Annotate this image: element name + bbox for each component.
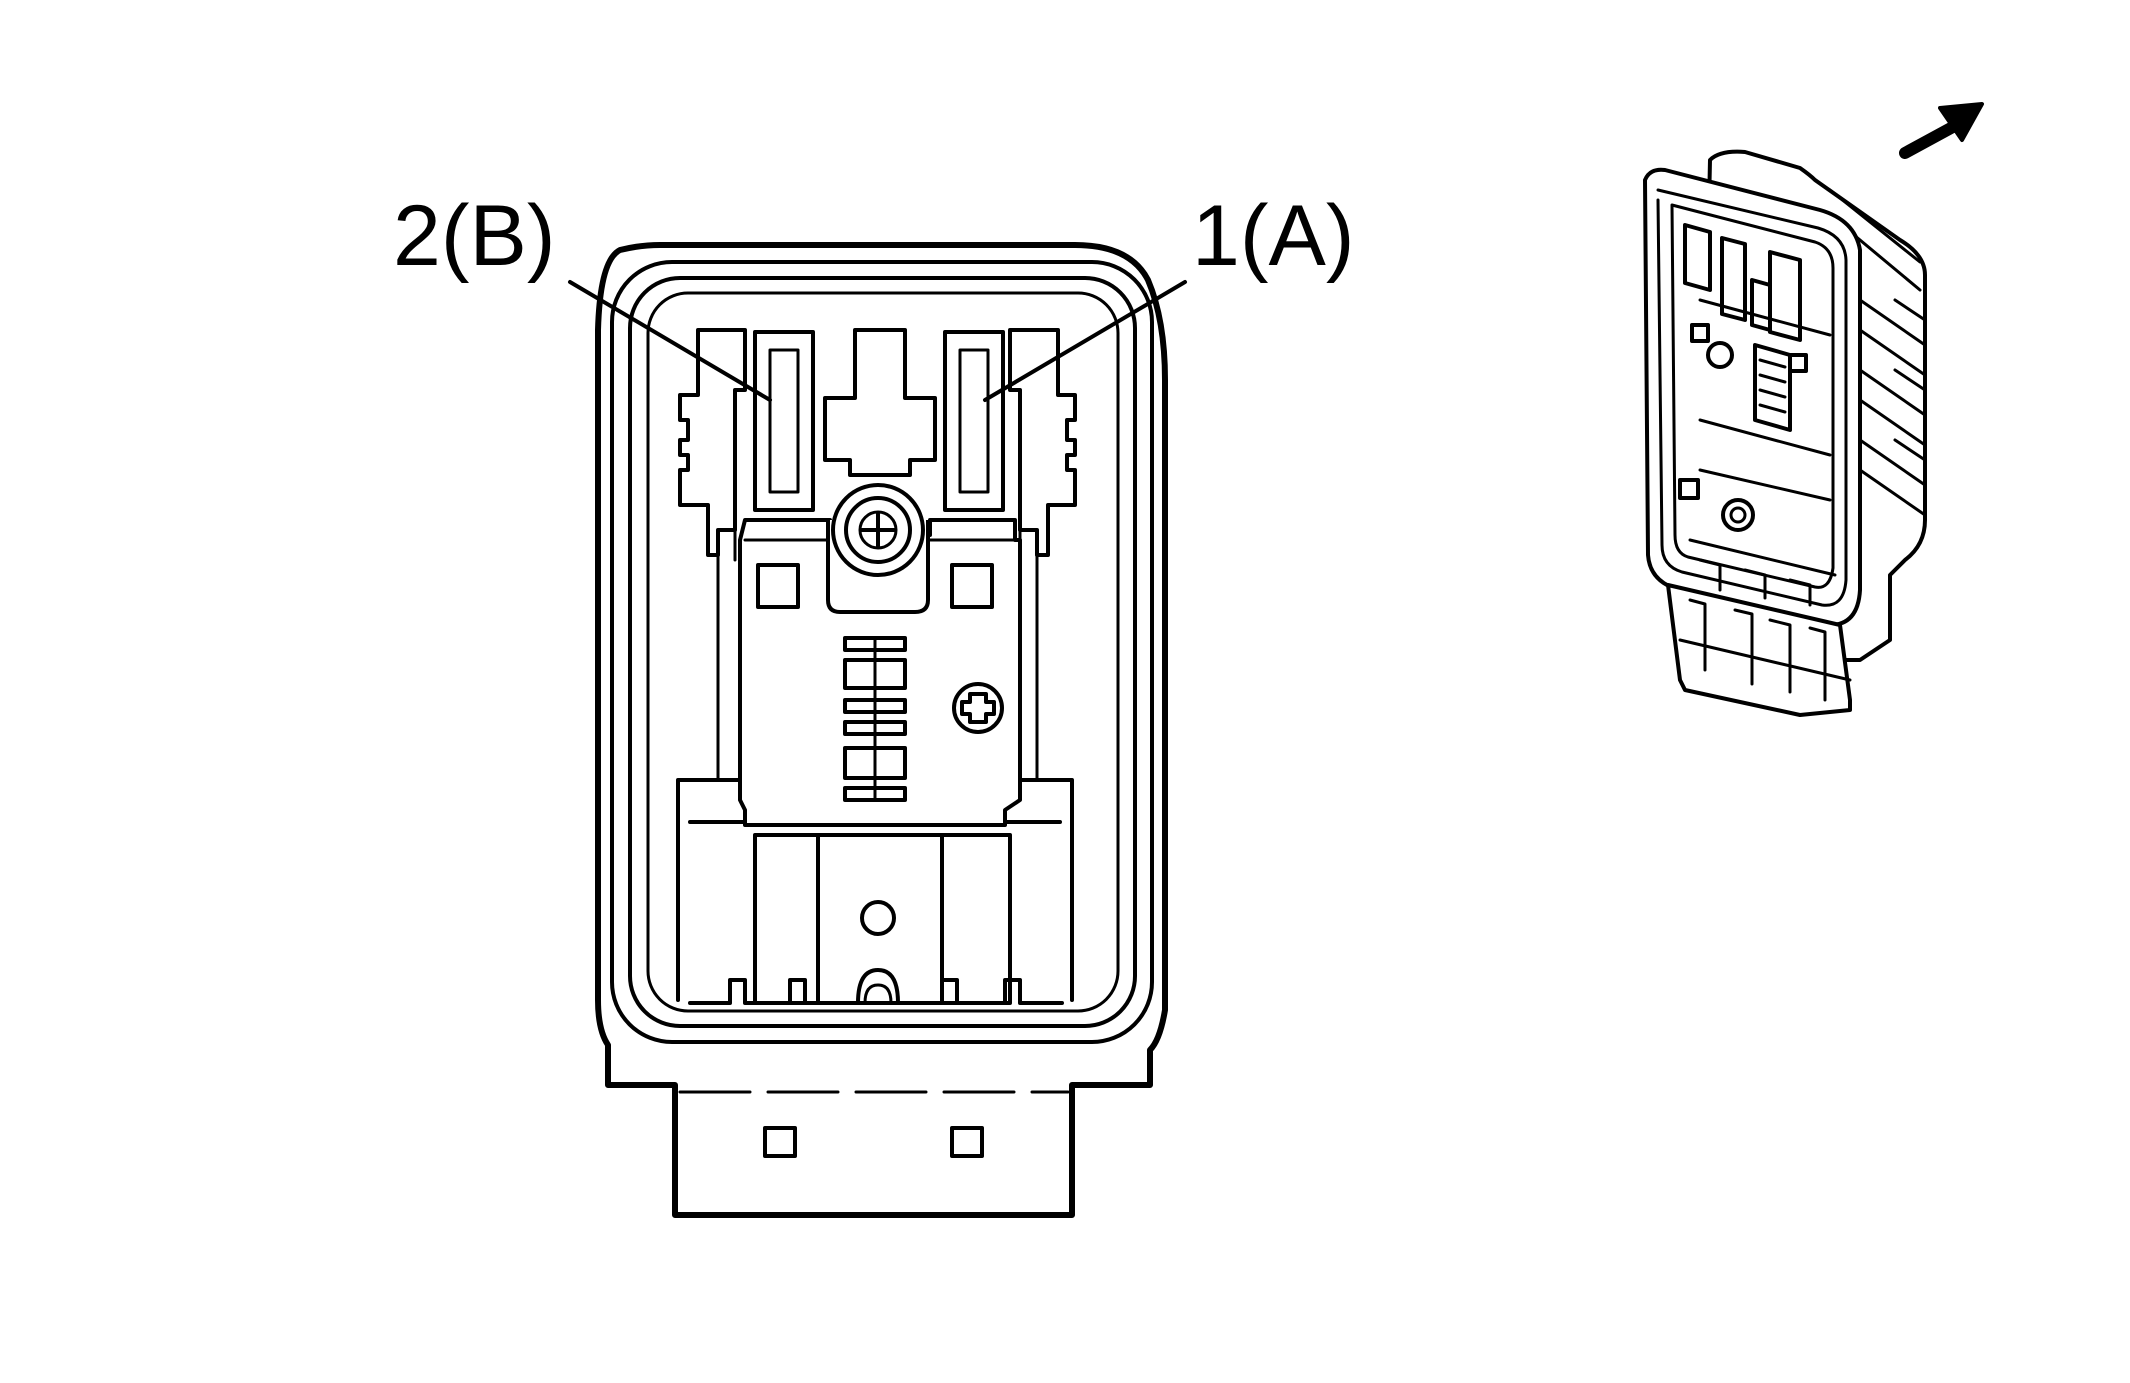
connector-isometric-icon: [1643, 149, 1927, 717]
lower-side-left: [676, 778, 747, 1002]
terminal-cavity-1: [943, 330, 1005, 512]
housing-rim-3: [646, 291, 1120, 1013]
terminal-cavity-2-inner: [768, 348, 800, 494]
leader-line-1: [983, 280, 1187, 402]
tab-window-right: [950, 1126, 984, 1158]
terminal-cavity-1-inner: [958, 348, 990, 494]
tab-window-left: [763, 1126, 797, 1158]
plate-screw-cross-icon: [960, 692, 996, 724]
housing-rim-1: [610, 260, 1154, 1044]
callout-label-1: 1(A): [1192, 188, 1354, 284]
lever-window-right: [950, 563, 994, 609]
bottom-hole-slot: [863, 983, 893, 1005]
lever-window-left: [756, 563, 800, 609]
housing-rim-2: [628, 276, 1137, 1028]
lower-side-right: [1003, 778, 1074, 1002]
screw-head-inner: [844, 496, 912, 564]
lower-rib-block: [753, 833, 1012, 1005]
connector-front-view: [595, 242, 1168, 1218]
center-key: [823, 328, 937, 477]
guide-rail-right: [1008, 328, 1077, 557]
lower-hole: [860, 900, 896, 936]
arrow-icon: [1899, 102, 1984, 159]
guide-rail-left: [678, 328, 747, 557]
terminal-cavity-2: [753, 330, 815, 512]
inner-wall: [716, 528, 1039, 782]
screw-cross-icon: [860, 512, 896, 548]
plate-screw-outer: [952, 682, 1004, 734]
leader-line-2: [568, 280, 772, 402]
callout-label-2: 2(B): [393, 188, 555, 284]
bottom-teeth: [688, 968, 1064, 1005]
